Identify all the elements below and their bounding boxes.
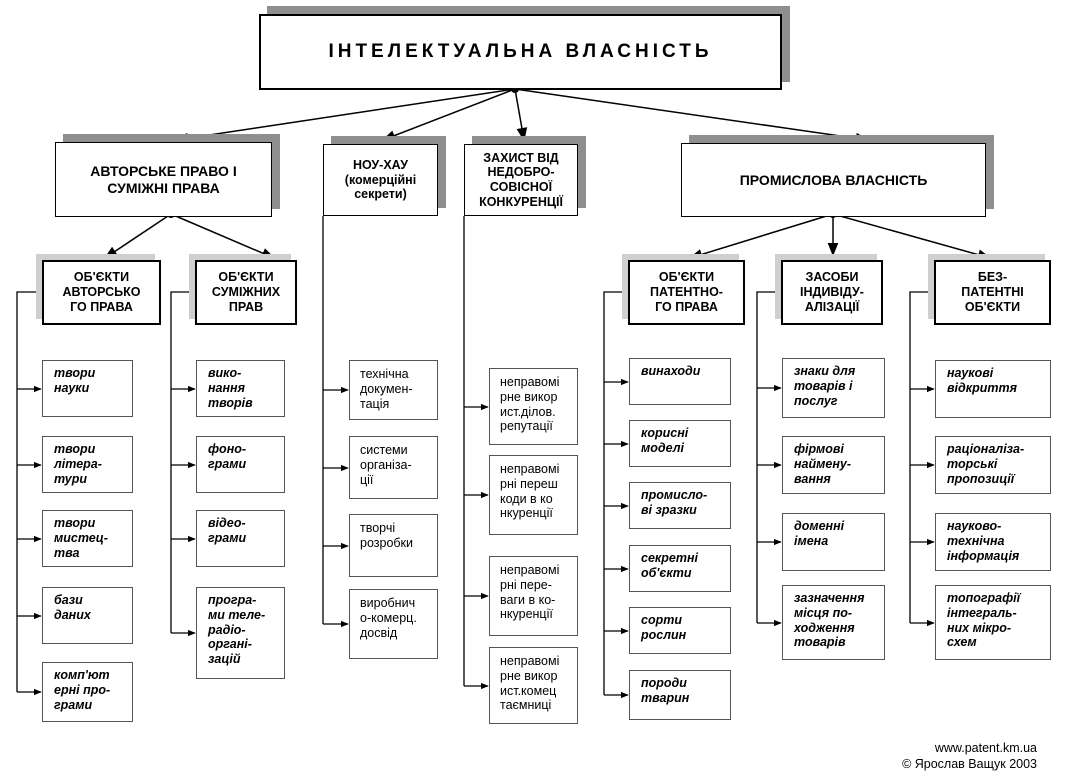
identification-item-trunk-line [756,291,781,623]
patent-item: сорти рослин [629,607,731,654]
related-rights-item: програ- ми теле- радіо- органі- зацій [196,587,285,679]
copyright-item: твори мистец- тва [42,510,133,567]
knowhow-item: системи організа- ції [349,436,438,499]
identification-item: зазначення місця по- ходження товарів [782,585,885,660]
nonpatent-item: раціоналіза- торські пропозиції [935,436,1051,494]
category-industrial-property: ПРОМИСЛОВА ВЛАСНІСТЬ [681,143,986,217]
credit-author: © Ярослав Ващук 2003 [902,757,1037,771]
nonpatent-item-trunk-line [909,291,934,623]
identification-item: знаки для товарів і послуг [782,358,885,418]
patent-item-trunk-line [603,291,628,695]
copyright-item: комп'ют ерні про- грами [42,662,133,722]
identification-item: фірмові наймену- вання [782,436,885,494]
related-rights-item: відео- грами [196,510,285,567]
unfair-competition-item: неправомі рні пере- ваги в ко- нкуренції [489,556,578,636]
patent-item: породи тварин [629,670,731,720]
sub-nonpatent-objects: БЕЗ- ПАТЕНТНІ ОБ'ЄКТИ [934,260,1051,325]
copyright-item: бази даних [42,587,133,644]
sub-identification-means: ЗАСОБИ ІНДИВІДУ- АЛІЗАЦІЇ [781,260,883,325]
unfair-competition-item: неправомі рне викор ист.ділов. репутації [489,368,578,445]
patent-item: секретні об'єкти [629,545,731,592]
related-rights-item-trunk-line [170,291,195,633]
credit-url: www.patent.km.ua [934,741,1037,755]
related-rights-item: фоно- грами [196,436,285,493]
sub-patent-objects: ОБ'ЄКТИ ПАТЕНТНО- ГО ПРАВА [628,260,745,325]
nonpatent-item: науково- технічна інформація [935,513,1051,571]
copyright-item: твори науки [42,360,133,417]
category-unfair-competition: ЗАХИСТ ВІД НЕДОБРО- СОВІСНОЇ КОНКУРЕНЦІЇ [464,144,578,216]
category-knowhow: НОУ-ХАУ (комерційні секрети) [323,144,438,216]
patent-item: промисло- ві зразки [629,482,731,529]
unfair-competition-item: неправомі рне викор ист.комец таємниці [489,647,578,724]
unfair-competition-item: неправомі рні переш коди в ко нкуренції [489,455,578,535]
copyright-to-objects-arrow [103,213,172,259]
patent-item: винаходи [629,358,731,405]
industrial-to-nonpatent-arrow [832,213,992,260]
knowhow-item: творчі розробки [349,514,438,577]
root-box: ІНТЕЛЕКТУАЛЬНА ВЛАСНІСТЬ [259,14,782,90]
nonpatent-item: наукові відкриття [935,360,1051,418]
copyright-item: твори літера- тури [42,436,133,493]
patent-item: корисні моделі [629,420,731,467]
sub-copyright-objects: ОБ'ЄКТИ АВТОРСЬКО ГО ПРАВА [42,260,161,325]
identification-item: доменні імена [782,513,885,571]
related-rights-item: вико- нання творів [196,360,285,417]
knowhow-item: виробнич о-комерц. досвід [349,589,438,659]
knowhow-item: технічна докумен- тація [349,360,438,420]
industrial-to-patent-arrow [688,213,834,260]
root-to-unfair-arrow [514,88,528,142]
category-copyright: АВТОРСЬКЕ ПРАВО І СУМІЖНІ ПРАВА [55,142,272,217]
root-to-knowhow-arrow [381,88,516,141]
root-to-copyright-arrow [174,88,516,144]
sub-related-rights-objects: ОБ'ЄКТИ СУМІЖНИХ ПРАВ [195,260,297,325]
copyright-item-trunk-line [16,291,42,692]
nonpatent-item: топографії інтеграль- них мікро- схем [935,585,1051,660]
root-to-industrial-arrow [514,88,870,144]
copyright-to-related-arrow [170,213,276,259]
